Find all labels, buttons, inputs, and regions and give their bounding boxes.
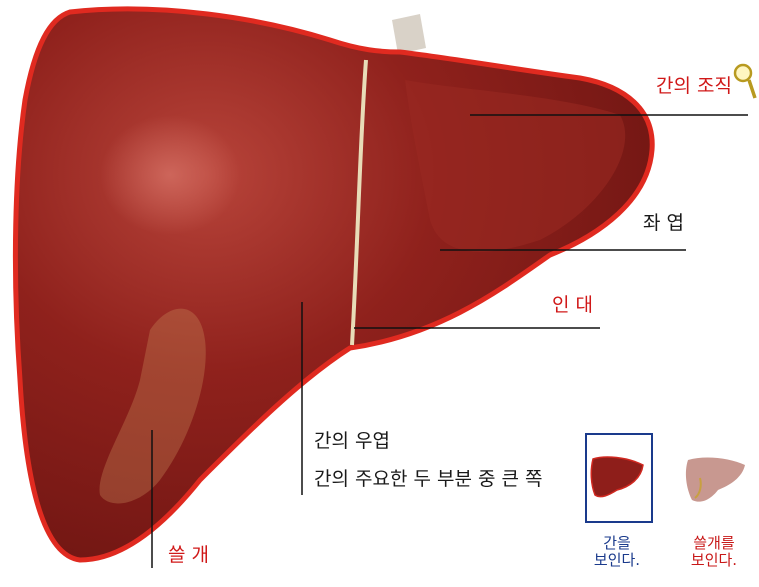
gallbladder-thumbnail[interactable]: [686, 458, 745, 502]
liver-highlight: [100, 115, 240, 235]
label-right-lobe-desc: 간의 주요한 두 부분 중 큰 쪽: [314, 470, 543, 489]
label-right-lobe: 간의 우엽: [314, 432, 390, 451]
vessel-shape: [392, 14, 426, 54]
show-gallbladder-button[interactable]: 쓸개를 보인다.: [679, 535, 749, 569]
show-liver-button[interactable]: 간을 보인다.: [582, 535, 652, 569]
liver-thumb-image: [587, 435, 651, 521]
label-liver-tissue[interactable]: 간의 조직: [656, 77, 732, 96]
label-ligament: 인 대: [552, 296, 593, 315]
label-gallbladder: 쓸 개: [168, 546, 209, 565]
label-left-lobe: 좌 엽: [643, 214, 684, 233]
liver-thumbnail[interactable]: [585, 433, 653, 523]
magnifier-icon: [735, 65, 755, 98]
